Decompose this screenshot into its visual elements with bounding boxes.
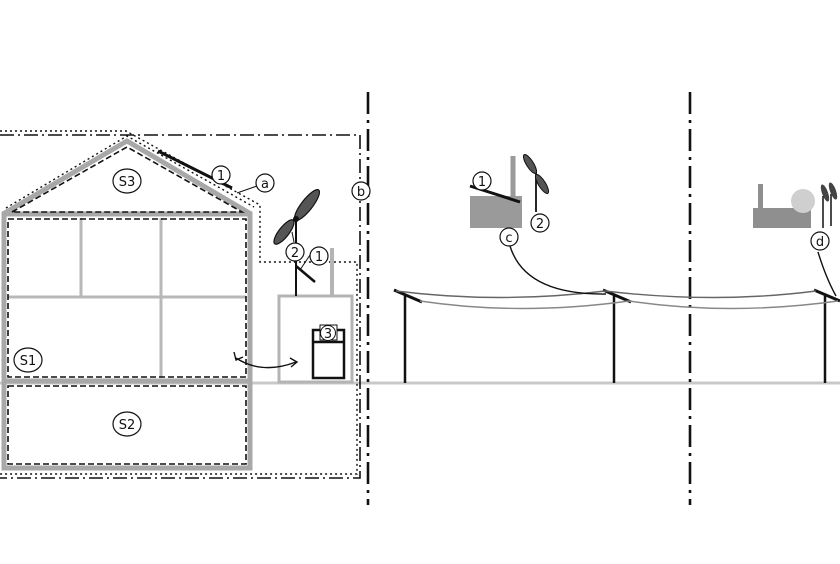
leader-a bbox=[236, 185, 258, 194]
leader-wind-house bbox=[291, 231, 295, 243]
factory-turbine-blade-upper bbox=[522, 153, 538, 175]
exchange-arrow bbox=[235, 357, 297, 369]
label-pv-factory-text: 1 bbox=[478, 175, 486, 190]
label-pv-shed: 1 bbox=[309, 246, 329, 266]
house-wind-turbine bbox=[273, 189, 321, 296]
exchange-arrowhead-right bbox=[289, 357, 299, 368]
storage-unit bbox=[311, 328, 346, 380]
zone-attic-outline bbox=[8, 146, 246, 213]
house-roof bbox=[1, 138, 253, 217]
label-wind-factory-text: 2 bbox=[536, 217, 544, 232]
leader-pv-shed bbox=[299, 254, 311, 271]
label-zone-attic: S3 bbox=[112, 168, 142, 194]
industry-tank bbox=[791, 189, 815, 213]
industrial-area bbox=[753, 182, 838, 297]
power-wire-lower bbox=[419, 300, 839, 310]
site-boundary bbox=[0, 134, 361, 479]
factory-turbine-blade-lower bbox=[534, 173, 550, 195]
label-pv-shed-text: 1 bbox=[315, 250, 323, 265]
utility-shed bbox=[277, 294, 354, 384]
label-boundary-b: b bbox=[351, 181, 371, 201]
link-d-curve bbox=[817, 251, 837, 297]
house bbox=[0, 130, 358, 475]
label-zone-basement: S2 bbox=[112, 411, 142, 437]
zone-basement-outline bbox=[7, 385, 247, 465]
label-zone-basement-text: S2 bbox=[119, 418, 136, 433]
industry-turbine-blade-2 bbox=[828, 182, 838, 200]
house-turbine-hub bbox=[293, 216, 299, 222]
label-link-d: d bbox=[810, 231, 830, 251]
factory bbox=[469, 153, 550, 228]
power-wire-upper bbox=[395, 290, 817, 299]
zone-living-outline bbox=[7, 218, 247, 378]
label-zone-living: S1 bbox=[13, 347, 43, 373]
pole-3-arm bbox=[813, 288, 840, 303]
label-link-c-text: c bbox=[505, 231, 512, 246]
house-walls bbox=[1, 211, 253, 471]
label-storage-text: 3 bbox=[324, 327, 332, 342]
industry-chimney bbox=[758, 184, 763, 210]
label-zone-living-text: S1 bbox=[20, 354, 37, 369]
industry-turbine-blade-1 bbox=[820, 184, 830, 202]
building-boundary-a bbox=[0, 130, 358, 475]
label-zone-attic-text: S3 bbox=[119, 175, 136, 190]
link-c-curve bbox=[509, 245, 607, 295]
label-boundary-a-text: a bbox=[261, 177, 269, 192]
industry-body bbox=[753, 208, 811, 228]
house-turbine-blade-lower bbox=[273, 219, 295, 245]
label-wind-house: 2 bbox=[285, 242, 305, 262]
label-storage: 3 bbox=[319, 324, 338, 342]
label-boundary-b-text: b bbox=[357, 185, 365, 200]
label-wind-factory: 2 bbox=[530, 213, 550, 233]
label-link-d-text: d bbox=[816, 235, 824, 250]
label-link-c: c bbox=[499, 227, 519, 247]
label-pv-house-text: 1 bbox=[217, 169, 225, 184]
exchange-arrowhead-left bbox=[233, 351, 244, 361]
power-grid bbox=[393, 288, 840, 383]
building-boundary-a-inner bbox=[5, 135, 255, 209]
label-wind-house-text: 2 bbox=[291, 246, 299, 261]
label-pv-factory: 1 bbox=[472, 171, 492, 191]
shed-pv-panel bbox=[295, 265, 316, 283]
label-boundary-a: a bbox=[255, 173, 275, 193]
label-pv-house: 1 bbox=[211, 165, 231, 185]
